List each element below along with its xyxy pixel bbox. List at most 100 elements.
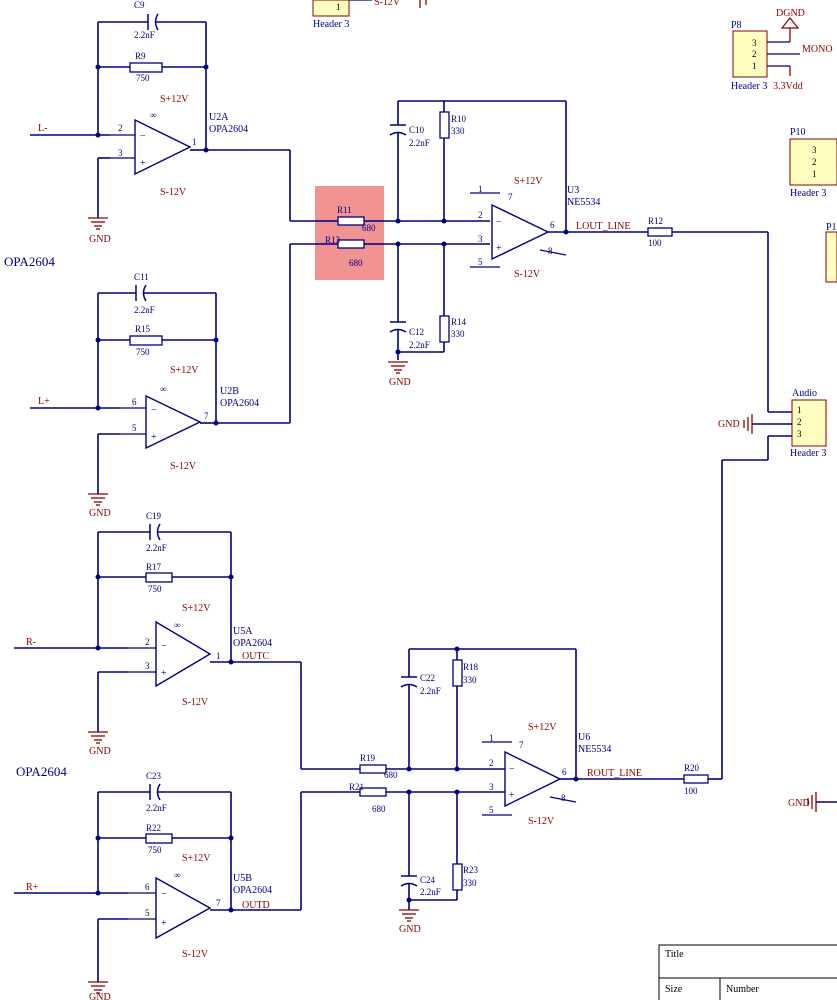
svg-text:U3: U3 xyxy=(567,185,579,196)
svg-text:750: 750 xyxy=(148,584,162,594)
svg-text:Number: Number xyxy=(726,984,759,995)
svg-text:2: 2 xyxy=(145,637,150,647)
svg-text:3: 3 xyxy=(478,234,483,244)
svg-text:1: 1 xyxy=(489,733,494,743)
svg-text:−: − xyxy=(161,889,167,900)
svg-text:1: 1 xyxy=(336,2,341,12)
svg-text:8: 8 xyxy=(548,246,553,256)
svg-text:R21: R21 xyxy=(349,782,364,792)
svg-text:−: − xyxy=(140,131,146,142)
stage-u3: R11 680 R13 680 C10 2.2nF R10 330 C12 2.… xyxy=(325,100,792,413)
svg-text:3: 3 xyxy=(145,661,150,671)
header-p10[interactable]: P10 3 2 1 Header 3 xyxy=(789,127,837,199)
svg-text:LOUT_LINE: LOUT_LINE xyxy=(576,221,630,232)
header-p8[interactable]: P8 3 2 1 DGND MONO Header 3 3.3Vdd xyxy=(731,8,833,92)
svg-text:GND: GND xyxy=(389,377,411,388)
svg-text:680: 680 xyxy=(349,258,363,268)
svg-text:2: 2 xyxy=(118,123,123,133)
svg-text:R17: R17 xyxy=(146,562,162,572)
svg-text:5: 5 xyxy=(489,805,494,815)
svg-text:R11: R11 xyxy=(337,205,352,215)
svg-text:OUTC: OUTC xyxy=(242,651,270,662)
svg-text:GND: GND xyxy=(718,419,740,430)
svg-text:∞: ∞ xyxy=(160,384,166,394)
svg-text:330: 330 xyxy=(451,126,465,136)
stage-u6: R19 680 R21 680 C22 2.2nF R18 330 C24 2.… xyxy=(349,460,723,935)
svg-text:8: 8 xyxy=(561,793,566,803)
svg-text:S+12V: S+12V xyxy=(528,722,557,733)
svg-text:7: 7 xyxy=(204,411,209,421)
svg-text:680: 680 xyxy=(362,223,376,233)
svg-text:2.2nF: 2.2nF xyxy=(420,887,441,897)
svg-text:S-12V: S-12V xyxy=(514,269,541,280)
selection-highlight xyxy=(315,186,384,280)
svg-text:5: 5 xyxy=(132,423,137,433)
svg-text:1: 1 xyxy=(812,169,817,179)
svg-text:C9: C9 xyxy=(134,0,145,10)
svg-text:100: 100 xyxy=(648,238,662,248)
svg-text:2.2nF: 2.2nF xyxy=(420,686,441,696)
svg-text:Audio: Audio xyxy=(792,388,817,399)
svg-text:1: 1 xyxy=(216,651,221,661)
svg-text:6: 6 xyxy=(132,397,137,407)
svg-text:R9: R9 xyxy=(135,51,146,61)
svg-text:3.3Vdd: 3.3Vdd xyxy=(773,81,803,92)
header-audio[interactable]: Audio 1 2 3 Header 3 GND xyxy=(718,388,827,461)
svg-text:OUTD: OUTD xyxy=(242,900,270,911)
svg-text:R+: R+ xyxy=(26,882,39,893)
stage-u5a: C19 2.2nF R17 750 − + 2 3 1 S+12V S-12V … xyxy=(14,511,360,770)
svg-text:330: 330 xyxy=(451,329,465,339)
svg-text:U2A: U2A xyxy=(209,112,229,123)
svg-text:+: + xyxy=(496,243,502,254)
svg-text:P8: P8 xyxy=(731,20,742,31)
svg-text:∞: ∞ xyxy=(150,110,156,120)
title-block: Title Size Number xyxy=(658,944,837,1000)
svg-text:2: 2 xyxy=(752,49,757,59)
svg-text:3: 3 xyxy=(752,38,757,48)
svg-text:U2B: U2B xyxy=(220,386,239,397)
svg-text:Header 3: Header 3 xyxy=(790,188,826,199)
svg-text:MONO: MONO xyxy=(802,44,833,55)
svg-text:R19: R19 xyxy=(360,753,376,763)
svg-text:1: 1 xyxy=(478,184,483,194)
svg-text:GND: GND xyxy=(399,924,421,935)
header-p1-partial[interactable]: P1 xyxy=(825,222,837,283)
svg-text:S+12V: S+12V xyxy=(160,94,189,105)
svg-text:∞: ∞ xyxy=(174,870,180,880)
svg-text:+: + xyxy=(509,790,515,801)
svg-text:1: 1 xyxy=(192,137,197,147)
svg-text:R13: R13 xyxy=(325,235,341,245)
svg-text:P1: P1 xyxy=(826,222,837,233)
svg-text:3: 3 xyxy=(489,782,494,792)
svg-text:3: 3 xyxy=(812,145,817,155)
svg-text:+: + xyxy=(161,918,167,929)
svg-text:NE5534: NE5534 xyxy=(578,744,611,755)
svg-text:C22: C22 xyxy=(420,673,435,683)
svg-text:680: 680 xyxy=(384,770,398,780)
svg-text:C19: C19 xyxy=(146,511,162,521)
svg-text:R20: R20 xyxy=(684,763,700,773)
svg-text:1: 1 xyxy=(752,61,757,71)
stage-u2a: C9 2.2nF R9 750 − + 2 3 1 S+12V S-12V ∞ … xyxy=(30,0,338,245)
svg-text:R18: R18 xyxy=(463,662,479,672)
svg-text:R23: R23 xyxy=(463,865,479,875)
svg-text:S-12V: S-12V xyxy=(160,187,187,198)
svg-text:+: + xyxy=(161,668,167,679)
stage-u5b: C23 2.2nF R22 750 − + 6 5 7 S+12V S-12V … xyxy=(14,771,360,1000)
header-top-partial[interactable]: 1 S-12V Header 3 xyxy=(312,0,427,30)
svg-text:GND: GND xyxy=(788,798,810,809)
svg-text:S+12V: S+12V xyxy=(170,365,199,376)
svg-text:S-12V: S-12V xyxy=(182,949,209,960)
svg-text:3: 3 xyxy=(797,429,802,439)
svg-text:C23: C23 xyxy=(146,771,162,781)
svg-text:∞: ∞ xyxy=(174,620,180,630)
svg-text:7: 7 xyxy=(508,192,513,202)
svg-text:2: 2 xyxy=(489,758,494,768)
svg-text:GND: GND xyxy=(89,992,111,1000)
svg-text:S-12V: S-12V xyxy=(374,0,401,8)
svg-text:6: 6 xyxy=(550,220,555,230)
svg-text:750: 750 xyxy=(148,845,162,855)
svg-text:2: 2 xyxy=(478,210,483,220)
section-label-top: OPA2604 xyxy=(4,254,55,269)
svg-text:7: 7 xyxy=(519,740,524,750)
